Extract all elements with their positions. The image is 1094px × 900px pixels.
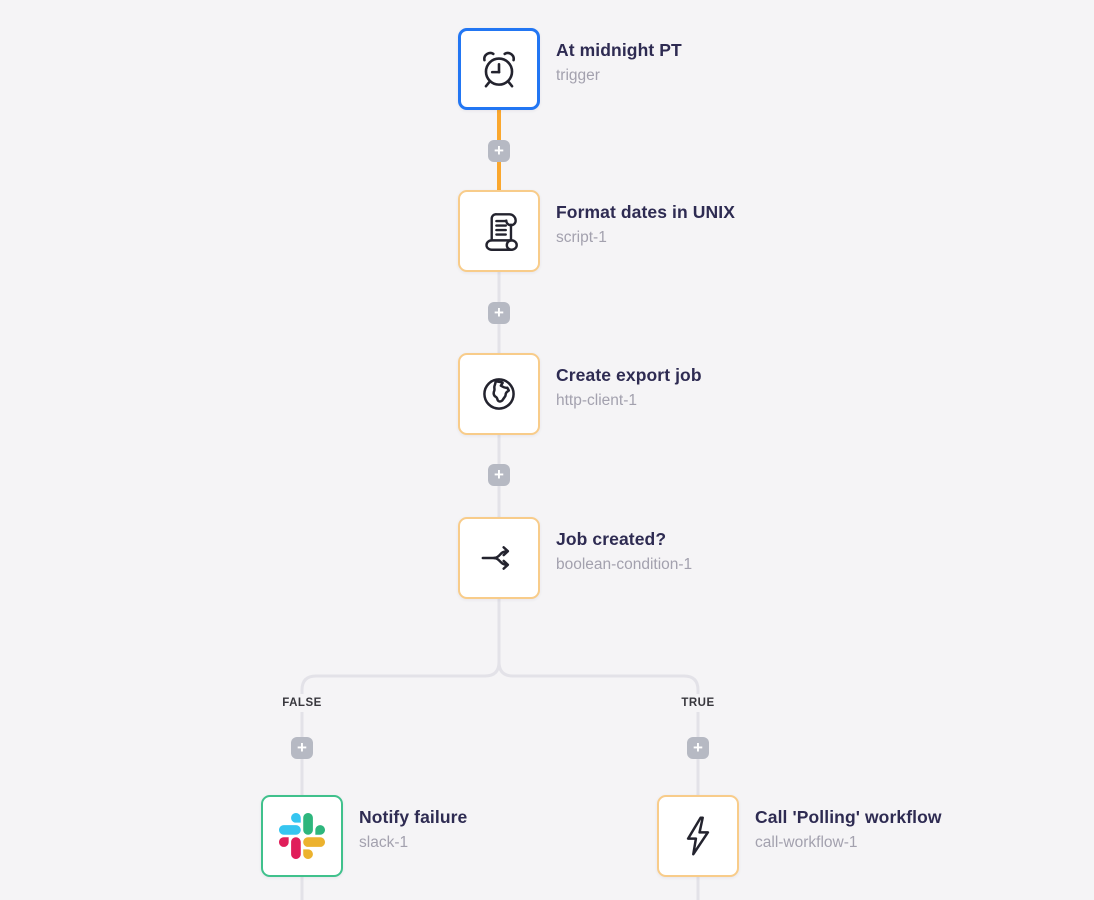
plus-icon: +: [297, 738, 307, 757]
node-http-client-1-box[interactable]: [458, 353, 540, 435]
node-http-client-1-text: Create export job http-client-1: [556, 353, 702, 410]
node-title: Call 'Polling' workflow: [755, 807, 942, 827]
node-title: Job created?: [556, 529, 667, 549]
node-title: Format dates in UNIX: [556, 202, 735, 222]
node-boolean-condition-1-box[interactable]: [458, 517, 540, 599]
globe-icon: [483, 378, 515, 410]
node-call-workflow-1[interactable]: Call 'Polling' workflow call-workflow-1: [657, 795, 942, 877]
node-boolean-condition-1[interactable]: Job created? boolean-condition-1: [458, 517, 692, 599]
add-step-button-1[interactable]: +: [488, 140, 510, 162]
branch-split-icon: [481, 546, 510, 570]
node-slack-1-text: Notify failure slack-1: [359, 795, 467, 852]
node-http-client-1[interactable]: Create export job http-client-1: [458, 353, 702, 435]
node-script-1-box[interactable]: [458, 190, 540, 272]
node-title: At midnight PT: [556, 40, 682, 60]
node-subtitle: http-client-1: [556, 391, 637, 409]
node-title: Notify failure: [359, 807, 468, 827]
node-trigger-box[interactable]: [458, 28, 540, 110]
branch-label-false: FALSE: [279, 694, 325, 712]
node-subtitle: call-workflow-1: [755, 833, 858, 851]
connector-branch-false: [300, 599, 501, 795]
node-slack-1[interactable]: Notify failure slack-1: [261, 795, 467, 877]
scroll-icon: [485, 213, 518, 251]
add-step-button-true-branch[interactable]: +: [687, 737, 709, 759]
plus-icon: +: [693, 738, 703, 757]
node-slack-1-box[interactable]: [261, 795, 343, 877]
node-subtitle: boolean-condition-1: [556, 555, 693, 573]
connector-branch-true: [497, 599, 700, 795]
add-step-button-false-branch[interactable]: +: [291, 737, 313, 759]
node-subtitle: slack-1: [359, 833, 409, 851]
add-step-button-3[interactable]: +: [488, 464, 510, 486]
plus-icon: +: [494, 303, 504, 322]
node-script-1[interactable]: Format dates in UNIX script-1: [458, 190, 735, 272]
node-call-workflow-1-text: Call 'Polling' workflow call-workflow-1: [755, 795, 942, 852]
node-call-workflow-1-box[interactable]: [657, 795, 739, 877]
node-boolean-condition-1-text: Job created? boolean-condition-1: [556, 517, 692, 574]
plus-icon: +: [494, 141, 504, 160]
node-trigger-text: At midnight PT trigger: [556, 28, 682, 85]
node-subtitle: trigger: [556, 66, 600, 84]
slack-icon: [279, 813, 325, 859]
branch-label-true: TRUE: [678, 694, 718, 712]
node-subtitle: script-1: [556, 228, 607, 246]
plus-icon: +: [494, 465, 504, 484]
node-script-1-text: Format dates in UNIX script-1: [556, 190, 735, 247]
add-step-button-2[interactable]: +: [488, 302, 510, 324]
node-title: Create export job: [556, 365, 702, 385]
node-trigger[interactable]: At midnight PT trigger: [458, 28, 682, 110]
alarm-clock-icon: [483, 51, 515, 88]
lightning-icon: [686, 816, 710, 856]
